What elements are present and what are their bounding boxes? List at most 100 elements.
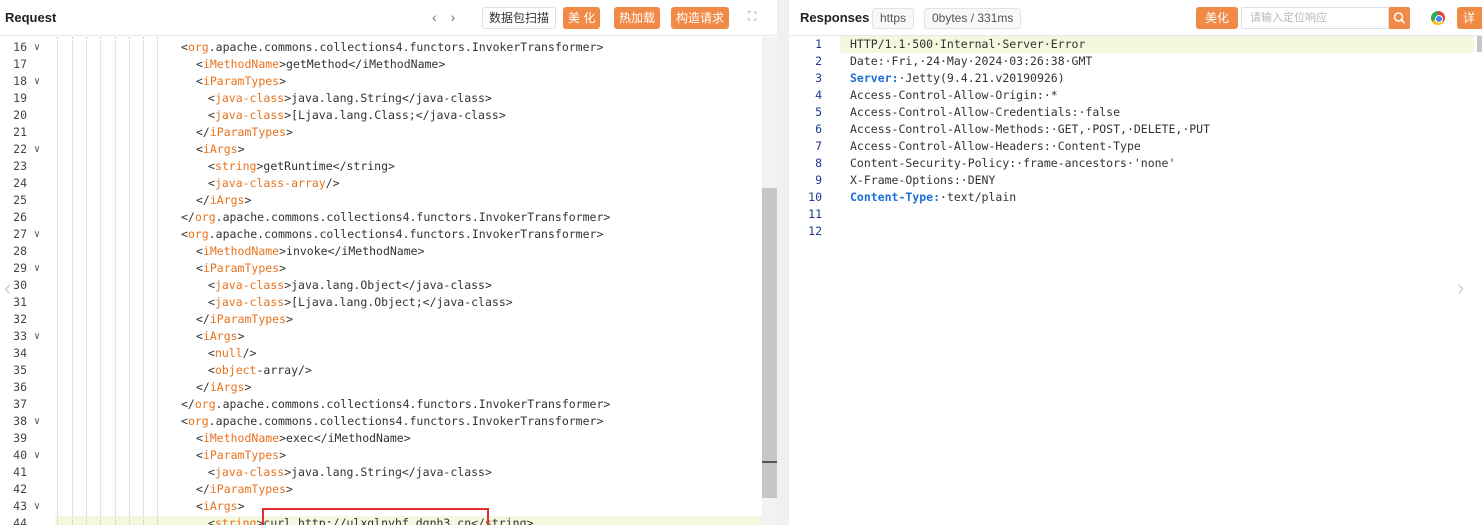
build-request-button[interactable]: 构造请求 (671, 7, 730, 29)
code-line: 30<java-class>java.lang.Object</java-cla… (0, 277, 760, 294)
line-number: 40 (13, 448, 27, 462)
code-text: <org.apache.commons.collections4.functor… (181, 227, 604, 241)
line-number: 29 (13, 261, 27, 275)
response-line-number: 7 (815, 139, 822, 153)
response-line: Access-Control-Allow-Methods:·GET,·POST,… (850, 122, 1211, 136)
code-line: 35<object-array/> (0, 362, 760, 379)
size-time-badge: 0bytes / 331ms (924, 8, 1022, 29)
response-line-number: 1 (815, 37, 822, 51)
next-arrow-icon[interactable]: › (450, 9, 456, 25)
code-line: 21</iParamTypes> (0, 124, 760, 141)
line-number: 25 (13, 193, 27, 207)
chrome-icon[interactable] (1431, 11, 1445, 25)
request-scrollbar-thumb[interactable] (762, 188, 777, 498)
packet-scan-button[interactable]: 数据包扫描 (482, 7, 557, 29)
code-text: <iMethodName>exec</iMethodName> (196, 431, 411, 445)
code-line: 41<java-class>java.lang.String</java-cla… (0, 464, 760, 481)
code-line: 43 ∨ <iArgs> (0, 498, 760, 515)
search-icon (1393, 12, 1406, 24)
code-line: 19 <java-class>java.lang.String</java-cla… (0, 90, 760, 107)
line-number: 43 (13, 499, 27, 513)
line-number: 28 (13, 244, 27, 258)
code-text: <iMethodName>getMethod</iMethodName> (196, 57, 446, 71)
line-number: 31 (13, 295, 27, 309)
fold-chevron-icon[interactable]: ∨ (34, 76, 41, 87)
code-line: 28 <iMethodName>invoke</iMethodName> (0, 243, 760, 260)
code-text: <org.apache.commons.collections4.functor… (181, 40, 604, 54)
line-number: 16 (13, 40, 27, 54)
line-number: 19 (13, 91, 27, 105)
code-line: 20<java-class>[Ljava.lang.Class;</java-c… (0, 107, 760, 124)
fold-chevron-icon[interactable]: ∨ (34, 331, 41, 342)
current-line-highlight (55, 516, 765, 525)
response-line: Access-Control-Allow-Origin:·* (850, 88, 1058, 102)
indent-guide (86, 37, 87, 525)
line-number: 23 (13, 159, 27, 173)
code-text: <java-class>java.lang.Object</java-class… (208, 278, 492, 292)
fold-chevron-icon[interactable]: ∨ (34, 450, 41, 461)
code-line: 17 <iMethodName>getMethod</iMethodName> (0, 56, 760, 73)
line-number: 38 (13, 414, 27, 428)
line-number: 26 (13, 210, 27, 224)
expand-icon[interactable]: ⛶ (748, 9, 757, 23)
line-number: 39 (13, 431, 27, 445)
code-line: 38∨<org.apache.commons.collections4.func… (0, 413, 760, 430)
code-text: <null/> (208, 346, 257, 360)
indent-guide (115, 37, 116, 525)
response-line-number: 9 (815, 173, 822, 187)
code-text: <iArgs> (196, 499, 245, 513)
code-text: </iArgs> (196, 380, 252, 394)
response-line-number: 3 (815, 71, 822, 85)
line-number: 24 (13, 176, 27, 190)
fold-chevron-icon[interactable]: ∨ (34, 263, 41, 274)
line-number: 17 (13, 57, 27, 71)
code-line: 26</org.apache.commons.collections4.func… (0, 209, 760, 226)
code-line: 34<null/> (0, 345, 760, 362)
indent-guide (157, 37, 158, 525)
indent-guide (143, 37, 144, 525)
code-text: <iMethodName>invoke</iMethodName> (196, 244, 425, 258)
response-line: Content-Security-Policy:·frame-ancestors… (850, 156, 1176, 170)
response-line-number: 5 (815, 105, 822, 119)
code-text: <iArgs> (196, 329, 245, 343)
hot-load-button[interactable]: 热加载 (614, 7, 661, 29)
fold-chevron-icon[interactable]: ∨ (34, 416, 41, 427)
response-line-number: 2 (815, 54, 822, 68)
left-slide-arrow-icon[interactable]: ‹ (4, 275, 12, 300)
fold-chevron-icon[interactable]: ∨ (34, 501, 41, 512)
right-slide-arrow-icon[interactable]: › (1457, 275, 1465, 300)
code-text: <java-class>java.lang.String</java-class… (208, 91, 492, 105)
response-beautify-button[interactable]: 美化 (1196, 7, 1239, 29)
code-line: 22∨<iArgs> (0, 141, 760, 158)
code-line: 37</org.apache.commons.collections4.func… (0, 396, 760, 413)
line-number: 18 (13, 74, 27, 88)
code-line: 29∨<iParamTypes> (0, 260, 760, 277)
request-title: Request (5, 10, 57, 25)
protocol-badge: https (872, 8, 915, 29)
line-number: 22 (13, 142, 27, 156)
code-line: 25</iArgs> (0, 192, 760, 209)
line-number: 37 (13, 397, 27, 411)
response-scrollbar-thumb[interactable] (1477, 36, 1482, 52)
code-text: </iParamTypes> (196, 482, 293, 496)
line-number: 27 (13, 227, 27, 241)
fold-chevron-icon[interactable]: ∨ (34, 144, 41, 155)
code-text: <iParamTypes> (196, 448, 287, 462)
code-text: </iParamTypes> (196, 312, 293, 326)
code-line: 18∨<iParamTypes> (0, 73, 760, 90)
highlight-annotation-box (262, 508, 489, 525)
fold-chevron-icon[interactable]: ∨ (34, 229, 41, 240)
response-line: X-Frame-Options:·DENY (850, 173, 996, 187)
prev-arrow-icon[interactable]: ‹ (432, 9, 437, 25)
detail-button[interactable]: 详 (1457, 7, 1482, 29)
indent-guide (57, 37, 58, 525)
line-number: 32 (13, 312, 27, 326)
request-beautify-button[interactable]: 美 化 (563, 7, 601, 29)
indent-guide (100, 37, 101, 525)
code-line: 24<java-class-array/> (0, 175, 760, 192)
code-line: 40 ∨ <iParamTypes> (0, 447, 760, 464)
code-line: 31<java-class>[Ljava.lang.Object;</java-… (0, 294, 760, 311)
fold-chevron-icon[interactable]: ∨ (34, 42, 41, 53)
locate-response-input[interactable] (1241, 7, 1389, 29)
search-button[interactable] (1389, 7, 1410, 29)
